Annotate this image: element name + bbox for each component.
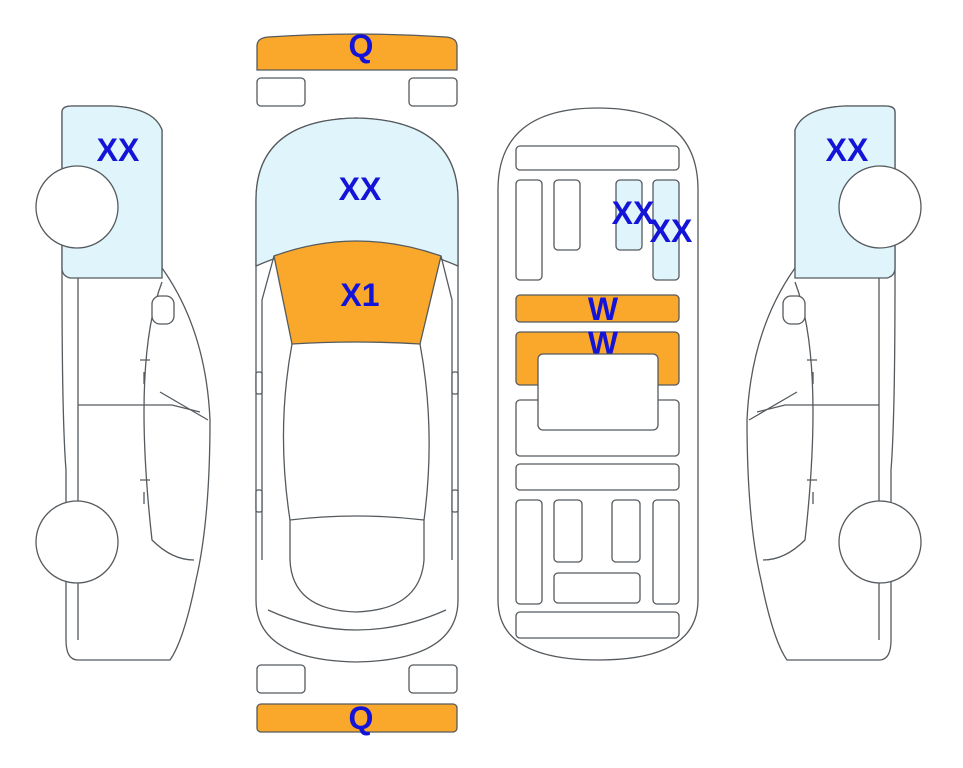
left-taillight [256, 664, 306, 694]
left-side-view: XX [35, 105, 211, 661]
interior-part-a-label: XX [612, 195, 655, 231]
right-side-window-label: XX [826, 132, 869, 168]
right-headlight [408, 77, 458, 107]
interior-part-b[interactable] [652, 179, 680, 281]
front-bumper-label: Q [349, 28, 374, 64]
right-rear-wheel [838, 500, 922, 584]
interior-center-box [537, 353, 659, 431]
right-side-view: XX [746, 105, 922, 661]
top-view-car: XX X1 [255, 117, 459, 663]
interior-panel-upper[interactable] [515, 294, 680, 323]
left-headlight [256, 77, 306, 107]
windshield-label: XX [339, 171, 382, 207]
rear-bumper-label: Q [349, 700, 374, 736]
interior-part-b-label: XX [650, 213, 693, 249]
left-front-wheel [35, 165, 119, 249]
interior-view: XX XX W W [497, 107, 699, 661]
rear-bumper-group[interactable]: Q [256, 700, 458, 736]
top-view-roof [289, 515, 425, 613]
left-side-window-label: XX [97, 132, 140, 168]
rear-bumper[interactable] [256, 703, 458, 733]
front-bumper[interactable] [256, 33, 458, 71]
interior-panel-upper-label: W [588, 291, 619, 327]
hood-label: X1 [340, 277, 379, 313]
interior-part-a[interactable] [615, 179, 643, 251]
front-bumper-group[interactable]: Q [256, 28, 458, 71]
right-taillight [408, 664, 458, 694]
left-rear-wheel [35, 500, 119, 584]
right-front-wheel [838, 165, 922, 249]
